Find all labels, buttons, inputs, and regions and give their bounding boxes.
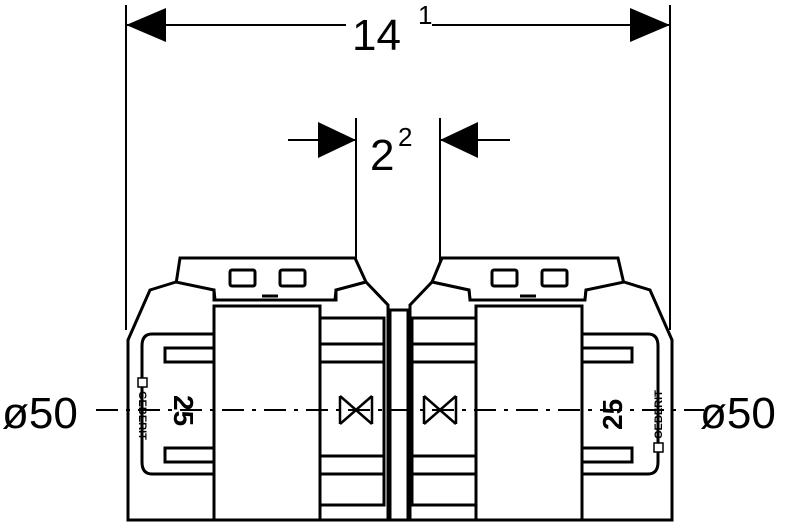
diameter-label-right: ø50: [700, 389, 776, 438]
fitting-left-collar-rib-top: [318, 342, 386, 364]
fitting-right-window: [580, 332, 660, 476]
gap-note: 2: [398, 122, 412, 152]
fitting-right-top-slot-1: [490, 268, 519, 288]
brand-right: GEBERIT: [653, 390, 665, 453]
fitting-right-top-slot-2: [540, 268, 569, 288]
gap-value: 2: [370, 131, 394, 180]
centre-stop-ring: [388, 308, 410, 522]
fitting-left-band: [212, 304, 322, 522]
diameter-label-left: ø50: [2, 389, 78, 438]
fitting-left-window: [140, 332, 216, 476]
fitting-right-rib-top: [580, 346, 634, 364]
fitting-right-rib-bottom: [580, 446, 634, 464]
fitting-right: [408, 256, 674, 522]
fitting-right-collar-rib-top: [410, 342, 478, 364]
overall-dimension: 14 1: [125, 0, 671, 330]
arrowhead-gap-left-icon: [318, 122, 356, 158]
brand-left-text: GEBERIT: [136, 391, 148, 440]
brand-right-text: GEBERIT: [653, 390, 665, 439]
overall-length-note: 1: [418, 0, 432, 30]
arrowhead-right-icon: [630, 8, 670, 42]
arrowhead-left-icon: [126, 8, 166, 42]
fitting-left-top-slot-2: [278, 268, 307, 288]
brand-left: GEBERIT: [136, 377, 148, 440]
fitting-left-rib-bottom: [163, 446, 216, 464]
fitting-right-band: [474, 304, 584, 522]
fitting-left: [126, 256, 390, 522]
overall-length-value: 14: [352, 11, 401, 60]
fitting-left-rib-top: [163, 346, 216, 364]
size-marking-right: 25: [597, 399, 628, 430]
fitting-left-top-slot-1: [228, 268, 257, 288]
fitting-right-collar-rib-bottom: [410, 454, 478, 476]
fitting-left-collar-rib-bottom: [318, 454, 386, 476]
arrowhead-gap-right-icon: [440, 122, 478, 158]
